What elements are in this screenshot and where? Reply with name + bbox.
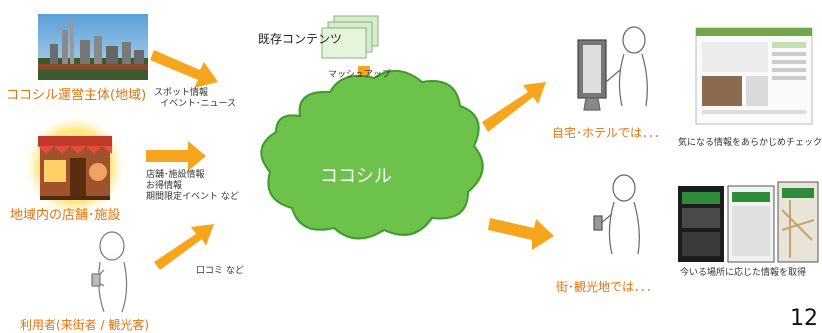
city-photo xyxy=(38,14,148,80)
center-label: ココシル xyxy=(320,166,392,187)
arrow-operator xyxy=(150,50,218,88)
website-screenshot xyxy=(695,27,813,125)
smartphone-screens xyxy=(678,181,819,263)
street-figure xyxy=(593,174,640,255)
operator-caption-2: イベント･ニュース xyxy=(160,99,237,109)
users-caption: 口コミ など xyxy=(196,266,244,276)
user-figure xyxy=(91,231,128,313)
operator-caption-1: スポット情報 xyxy=(154,88,209,98)
operator-label: ココシル運営主体(地域) xyxy=(6,88,147,103)
users-label: 利用者(来街者 / 観光客) xyxy=(20,318,150,332)
mashup-label: マッシュアップ xyxy=(328,70,391,80)
home-caption: 気になる情報をあらかじめチェック xyxy=(678,138,822,148)
stores-caption-1: 店舗･施設情報 xyxy=(146,170,205,180)
stores-label: 地域内の店舗･施設 xyxy=(10,208,121,223)
arrow-stores xyxy=(146,141,206,171)
arrow-street xyxy=(488,218,554,250)
street-caption: 今いる場所に応じた情報を取得 xyxy=(680,268,807,278)
existing-content-label: 既存コンテンツ xyxy=(258,32,343,46)
arrow-user xyxy=(154,224,214,270)
street-label: 街･観光地では．．． xyxy=(556,280,659,294)
center-cloud xyxy=(260,70,484,240)
home-figure xyxy=(577,26,648,111)
arrow-home xyxy=(482,82,546,132)
shop-illustration xyxy=(23,114,127,218)
existing-content-icon xyxy=(321,15,379,59)
page-number: 12 xyxy=(790,306,818,331)
stores-caption-3: 期間限定イベント など xyxy=(146,192,239,202)
home-label: 自宅･ホテルでは．．． xyxy=(552,126,667,140)
stores-caption-2: お得情報 xyxy=(146,181,183,191)
